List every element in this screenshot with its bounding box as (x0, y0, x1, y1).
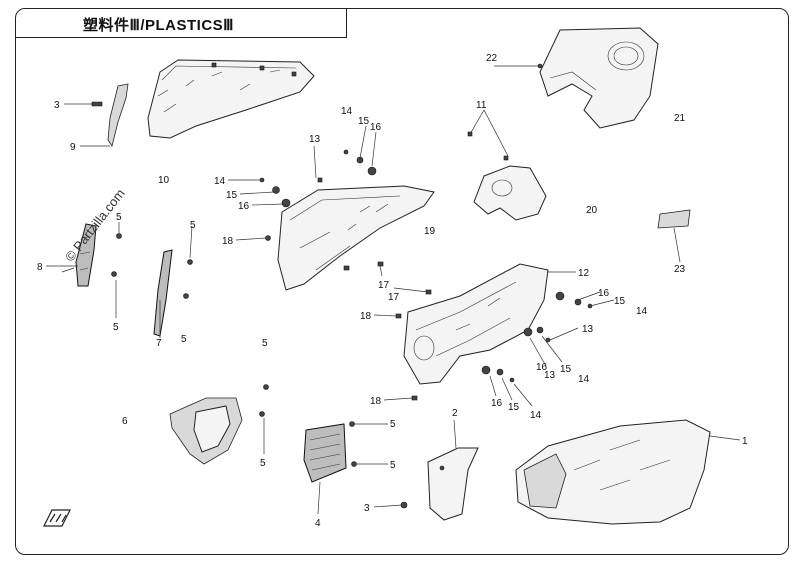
callout-6: 6 (122, 416, 128, 427)
callout-9: 9 (70, 142, 76, 153)
callout-17: 17 (388, 292, 400, 303)
callout-13: 13 (309, 134, 321, 145)
part-19-inner-frame (259, 149, 435, 295)
diagram-frame (15, 8, 789, 555)
part-20-bracket (467, 131, 547, 221)
callout-2: 2 (452, 408, 458, 419)
callout-5: 5 (113, 322, 119, 333)
brand-logo-icon (43, 509, 71, 527)
callout-15: 15 (560, 364, 572, 375)
callout-21: 21 (674, 113, 686, 124)
callout-15: 15 (226, 190, 238, 201)
part-7-side-grille (153, 249, 173, 337)
title-box: 塑料件Ⅲ/PLASTICSⅢ (15, 8, 347, 38)
callout-14: 14 (530, 410, 542, 421)
part-2-lower-panel (400, 447, 479, 521)
callout-5: 5 (262, 338, 268, 349)
part-10-side-cover (147, 59, 315, 139)
callout-20: 20 (586, 205, 598, 216)
callout-12: 12 (578, 268, 590, 279)
part-6-vent-cover (169, 384, 269, 465)
callout-3: 3 (54, 100, 60, 111)
callout-15: 15 (508, 402, 520, 413)
page-title: 塑料件Ⅲ/PLASTICSⅢ (83, 17, 235, 34)
callout-3: 3 (364, 503, 370, 514)
part-1-side-panel (515, 419, 711, 525)
callout-14: 14 (214, 176, 226, 187)
callout-15: 15 (614, 296, 626, 307)
part-12-main-frame (395, 263, 593, 401)
callout-15: 15 (358, 116, 370, 127)
callout-11: 11 (476, 100, 487, 111)
part-22-top-fairing (537, 27, 659, 129)
callout-13: 13 (582, 324, 594, 335)
screws-5-group (111, 233, 193, 299)
leader-lines (46, 65, 741, 515)
callout-7: 7 (156, 338, 162, 349)
callout-16: 16 (491, 398, 503, 409)
part-23-small-plate (657, 209, 691, 229)
callout-18: 18 (222, 236, 234, 247)
callout-16: 16 (536, 362, 548, 373)
callout-19: 19 (424, 226, 436, 237)
callout-16: 16 (238, 201, 250, 212)
callout-5: 5 (390, 419, 396, 430)
callout-16: 16 (370, 122, 382, 133)
callout-18: 18 (360, 311, 372, 322)
callout-14: 14 (341, 106, 353, 117)
callout-17: 17 (378, 280, 390, 291)
callout-13: 13 (544, 370, 556, 381)
callout-5: 5 (390, 460, 396, 471)
callout-8: 8 (37, 262, 43, 273)
callout-10: 10 (158, 175, 170, 186)
part-4-grille (303, 421, 357, 483)
callout-5: 5 (260, 458, 266, 469)
callout-1: 1 (742, 436, 748, 447)
callout-5: 5 (190, 220, 196, 231)
callout-14: 14 (578, 374, 590, 385)
callout-18: 18 (370, 396, 382, 407)
callout-23: 23 (674, 264, 686, 275)
part-8-side-grille (75, 223, 97, 287)
callout-5: 5 (181, 334, 187, 345)
callout-5: 5 (116, 212, 122, 223)
callout-22: 22 (486, 53, 498, 64)
callout-labels: 1 2 3 3 4 5 5 5 5 5 5 5 5 6 7 8 9 10 11 … (37, 53, 748, 529)
part-9-small-bracket (91, 83, 129, 147)
callout-4: 4 (315, 518, 321, 529)
callout-14: 14 (636, 306, 648, 317)
callout-16: 16 (598, 288, 610, 299)
